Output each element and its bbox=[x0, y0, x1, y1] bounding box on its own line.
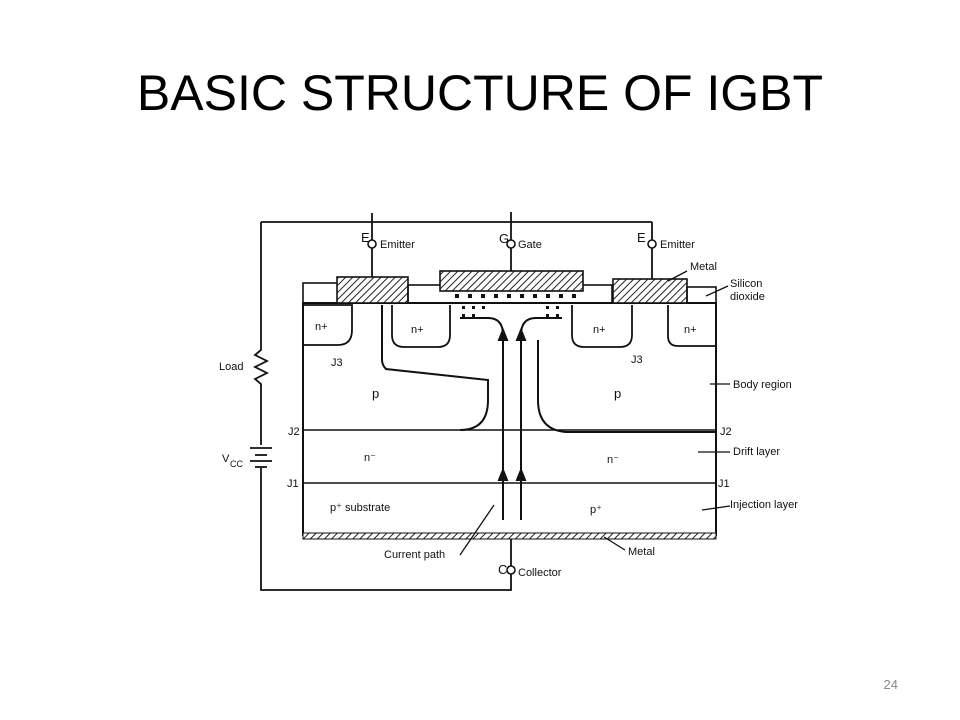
n-plus-regions bbox=[303, 304, 716, 348]
n-plus-right-label: n+ bbox=[684, 324, 697, 336]
p-right-label: p bbox=[614, 386, 621, 401]
j2-right-label: J2 bbox=[720, 426, 732, 438]
n-plus-center-right-label: n+ bbox=[593, 324, 606, 336]
collector-metal bbox=[302, 532, 717, 540]
load-label: Load bbox=[219, 361, 243, 373]
annotation-leaders bbox=[459, 270, 731, 556]
j1-right-label: J1 bbox=[718, 478, 730, 490]
silicon-dioxide-line-2: dioxide bbox=[730, 291, 765, 303]
load-resistor bbox=[252, 222, 270, 445]
p-left-label: p bbox=[372, 386, 379, 401]
external-circuit bbox=[250, 212, 653, 591]
emitter-metal-left bbox=[336, 276, 409, 304]
top-layers bbox=[302, 270, 717, 540]
p-plus-substrate-label: p⁺ substrate bbox=[330, 502, 390, 514]
n-plus-left-label: n+ bbox=[315, 321, 328, 333]
n-plus-center-left-label: n+ bbox=[411, 324, 424, 336]
emitter-right-letter: E bbox=[637, 230, 646, 245]
j3-right-label: J3 bbox=[631, 354, 643, 366]
terminal-circles bbox=[367, 239, 657, 575]
page-number: 24 bbox=[883, 677, 898, 692]
collector-letter: C bbox=[498, 562, 507, 577]
gate-metal bbox=[439, 270, 584, 292]
p-body-regions bbox=[381, 305, 716, 433]
gate-letter: G bbox=[499, 231, 509, 246]
emitter-right-label: Emitter bbox=[660, 239, 695, 251]
current-path-label: Current path bbox=[384, 549, 445, 561]
metal-top-label: Metal bbox=[690, 261, 717, 273]
silicon-dioxide-label: Silicon dioxide bbox=[730, 278, 765, 303]
gate-terminal bbox=[506, 239, 516, 249]
current-path-left bbox=[460, 317, 504, 520]
p-plus-right-label: p⁺ bbox=[590, 504, 602, 516]
emitter-left-label: Emitter bbox=[380, 239, 415, 251]
n-plus-center-right-region bbox=[571, 305, 633, 348]
current-paths bbox=[460, 317, 562, 520]
n-plus-right-region bbox=[667, 305, 716, 347]
gate-label: Gate bbox=[518, 239, 542, 251]
n-minus-right-label: n⁻ bbox=[607, 454, 619, 466]
p-region-right bbox=[537, 340, 716, 433]
n-plus-center-left-region bbox=[391, 305, 451, 348]
emitter-left-letter: E bbox=[361, 230, 370, 245]
collector-label: Collector bbox=[518, 567, 562, 579]
vcc-subscript: CC bbox=[230, 459, 243, 469]
collector-terminal bbox=[506, 565, 516, 575]
emitter-right-terminal bbox=[647, 239, 657, 249]
vcc-label: V bbox=[222, 453, 230, 465]
j1-left-label: J1 bbox=[287, 478, 299, 490]
slide-title: BASIC STRUCTURE OF IGBT bbox=[136, 65, 824, 121]
oxide-left bbox=[302, 282, 339, 304]
emitter-metal-right bbox=[612, 278, 688, 304]
injection-layer-label: Injection layer bbox=[730, 499, 798, 511]
n-plus-left-region bbox=[303, 304, 353, 346]
p-region-left bbox=[381, 305, 489, 431]
channel-electrons bbox=[455, 294, 576, 317]
n-minus-left-label: n⁻ bbox=[364, 452, 376, 464]
device-body bbox=[302, 302, 717, 536]
drift-layer-label: Drift layer bbox=[733, 446, 780, 458]
silicon-dioxide-line-1: Silicon bbox=[730, 278, 762, 290]
current-arrow-left bbox=[497, 327, 509, 341]
metal-bottom-label: Metal bbox=[628, 546, 655, 558]
oxide-right bbox=[686, 286, 717, 304]
j3-left-label: J3 bbox=[331, 357, 343, 369]
body-region-label: Body region bbox=[733, 379, 792, 391]
current-arrow-right bbox=[515, 327, 527, 341]
junction-lines bbox=[303, 429, 716, 484]
emitter-left-terminal bbox=[367, 239, 377, 249]
j2-left-label: J2 bbox=[288, 426, 300, 438]
